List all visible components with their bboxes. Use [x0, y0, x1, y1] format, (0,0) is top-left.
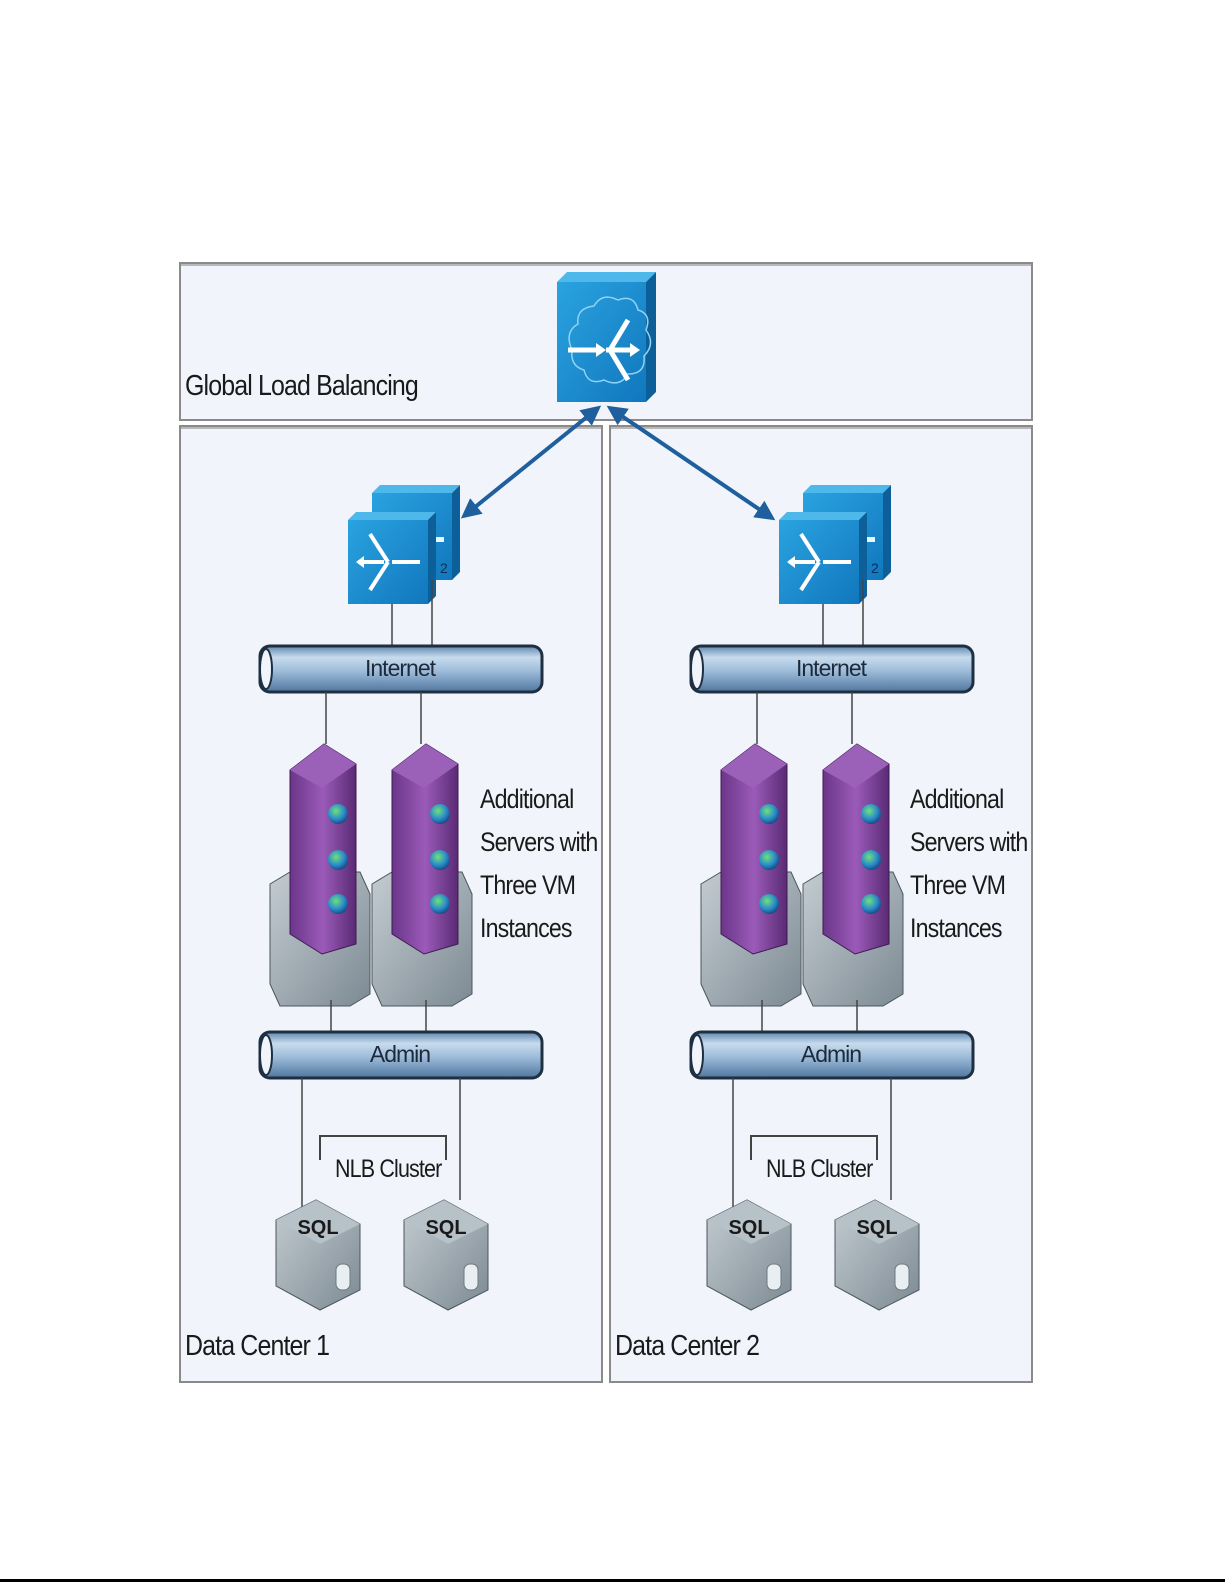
dc1-vm-servers-note: Additional Servers with Three VM Instanc…	[480, 784, 598, 943]
dc2-sql-server-2-icon: SQL	[834, 1199, 920, 1311]
svg-text:SQL: SQL	[425, 1217, 466, 1239]
dc1-load-balancer-pair-icon: 2	[348, 485, 460, 604]
dc1-vm-host-1-icon	[269, 743, 371, 1007]
dc2-load-balancer-pair-icon: 2	[779, 485, 891, 604]
data-center-2-diagram: 2 Internet	[689, 485, 975, 1311]
dc2-vm-host-1-icon	[700, 743, 802, 1007]
dc2-admin-label: Admin	[801, 1041, 861, 1067]
svg-text:SQL: SQL	[297, 1217, 338, 1239]
dc2-internet-bus: Internet	[689, 644, 975, 694]
dc1-sql-server-1-icon: SQL	[275, 1199, 361, 1311]
dc1-sql-server-2-icon: SQL	[403, 1199, 489, 1311]
page-bottom-rule	[0, 1579, 1225, 1582]
dc2-vm-servers-note: Additional Servers with Three VM Instanc…	[910, 784, 1028, 943]
dc2-lb-badge: 2	[871, 560, 879, 576]
global-load-balancing-label: Global Load Balancing	[185, 370, 419, 402]
global-load-balancer-icon	[557, 272, 656, 402]
dc1-internet-label: Internet	[365, 655, 437, 681]
svg-text:SQL: SQL	[728, 1217, 769, 1239]
data-center-1-label: Data Center 1	[185, 1330, 330, 1362]
dc2-vm-host-2-icon	[802, 743, 904, 1007]
data-center-2-label: Data Center 2	[615, 1330, 760, 1362]
dc1-admin-label: Admin	[370, 1041, 430, 1067]
dc2-admin-bus: Admin	[689, 1030, 975, 1080]
svg-text:SQL: SQL	[856, 1217, 897, 1239]
dc1-nlb-bracket	[319, 1135, 447, 1160]
data-center-1-diagram: 2 Internet	[258, 485, 544, 1311]
dc2-internet-label: Internet	[796, 655, 868, 681]
link-global-to-dc2	[606, 405, 776, 521]
dc2-sql-server-1-icon: SQL	[706, 1199, 792, 1311]
dc2-nlb-bracket	[750, 1135, 878, 1160]
dc1-admin-bus: Admin	[258, 1030, 544, 1080]
dc1-nlb-cluster-label: NLB Cluster	[335, 1155, 442, 1183]
dc1-vm-host-2-icon	[371, 743, 473, 1007]
link-global-to-dc1	[460, 405, 602, 519]
dc1-lb-badge: 2	[440, 560, 448, 576]
dc2-nlb-cluster-label: NLB Cluster	[766, 1155, 873, 1183]
dc1-internet-bus: Internet	[258, 644, 544, 694]
